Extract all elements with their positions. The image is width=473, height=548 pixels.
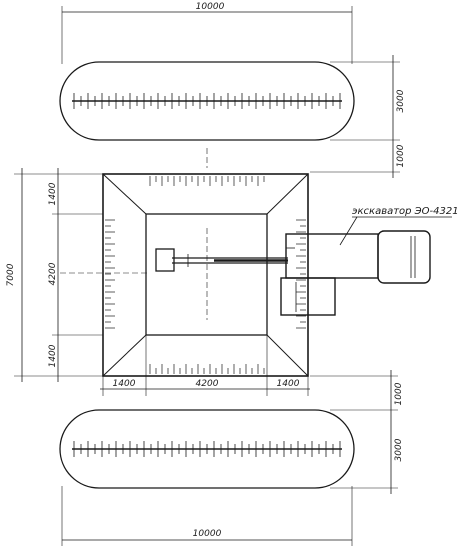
bottom-mound-ticks	[73, 441, 341, 457]
dim-pit-total-text: 7000	[6, 263, 16, 286]
dim-bottom-length: 10000	[61, 486, 353, 546]
dim-top-right: 3000 1000	[310, 55, 406, 178]
dim-pit-left-lower-text: 1400	[48, 344, 58, 367]
pit-slope-ticks	[105, 176, 306, 374]
dim-top-length: 10000	[61, 2, 353, 64]
dim-pit-left: 7000 1400 4200 1400	[6, 168, 103, 382]
bottom-spoil-mound	[59, 409, 355, 489]
dim-bottom-length-text: 10000	[193, 529, 222, 539]
dim-pit-bottom-right-text: 1400	[277, 379, 300, 389]
dim-pit-left-upper-text: 1400	[48, 182, 58, 205]
dim-pit-bottom-left-text: 1400	[113, 379, 136, 389]
dim-bottom-right: 1000 3000	[310, 370, 404, 494]
dim-pit-left-middle-text: 4200	[48, 262, 58, 285]
dim-pit-bottom: 1400 4200 1400	[100, 335, 310, 396]
dim-pit-bottom-middle-text: 4200	[196, 379, 219, 389]
top-spoil-mound	[59, 61, 355, 141]
dim-bottom-width-text: 3000	[394, 438, 404, 461]
top-mound-ticks	[73, 93, 341, 109]
dim-top-length-text: 10000	[196, 2, 225, 12]
excavator-eo-4321: экскаватор ЭО-4321	[155, 206, 459, 316]
excavator-label: экскаватор ЭО-4321	[352, 206, 459, 217]
dim-bottom-gap-text: 1000	[394, 382, 404, 405]
dim-top-width-text: 3000	[396, 89, 406, 112]
dim-top-gap-text: 1000	[396, 144, 406, 167]
excavation-pit	[60, 173, 309, 377]
